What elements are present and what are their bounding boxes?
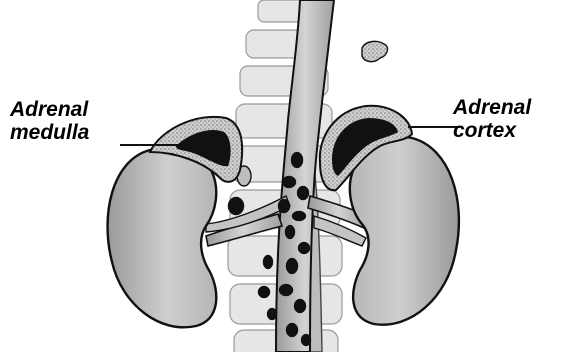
adrenal-medulla-label-line2: medulla [10,121,89,144]
adrenal-cortex-label-line1: Adrenal [453,96,531,119]
adrenal-cortex-label: Adrenal cortex [453,96,531,142]
tissue-fragment [362,41,387,61]
adrenal-medulla-label-line1: Adrenal [10,98,89,121]
right-kidney [350,137,459,325]
left-kidney [108,148,217,328]
adrenal-medulla-label: Adrenal medulla [10,98,89,144]
adrenal-cortex-label-line2: cortex [453,119,531,142]
